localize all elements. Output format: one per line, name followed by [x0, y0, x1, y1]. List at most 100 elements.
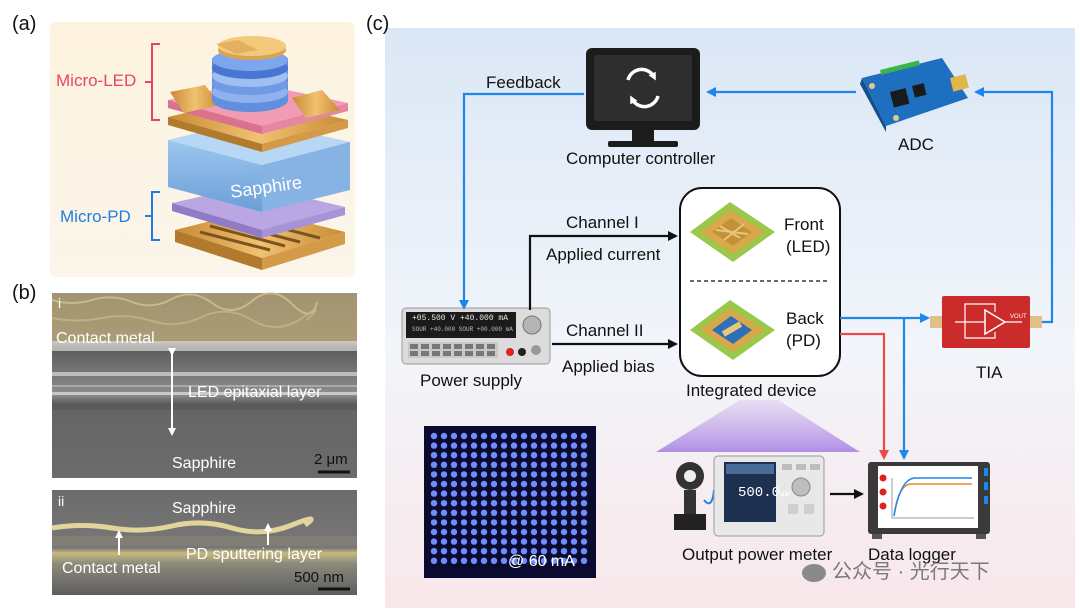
- led-pixel: [520, 442, 528, 449]
- led-pixel: [490, 538, 498, 545]
- led-pixel: [510, 500, 518, 507]
- led-pixel: [460, 519, 468, 526]
- led-pixel: [480, 557, 488, 564]
- led-pixel: [530, 538, 538, 545]
- led-pixel: [500, 528, 508, 536]
- tia-to-adc-arrow: [974, 87, 1054, 324]
- led-pixel: [480, 452, 488, 459]
- led-pixel: [440, 432, 448, 440]
- led-pixel: [500, 442, 508, 449]
- led-pixel: [580, 509, 588, 516]
- led-pixel: [540, 538, 548, 545]
- led-pixel: [560, 480, 568, 488]
- led-pixel: [440, 442, 448, 449]
- led-pixel: [540, 519, 548, 526]
- led-pixel: [550, 442, 558, 449]
- led-pixel: [460, 442, 468, 449]
- front-led-label: (LED): [786, 237, 831, 256]
- adc-board: [860, 58, 969, 132]
- led-pixel: [480, 461, 488, 468]
- led-pixel: [500, 509, 508, 516]
- led-pixel: [490, 452, 498, 459]
- led-pixel: [560, 490, 568, 497]
- pd-sputtering-layer-label: PD sputtering layer: [186, 546, 323, 563]
- led-pixel: [520, 557, 528, 564]
- led-pixel: [430, 442, 438, 449]
- led-pixel: [550, 519, 558, 526]
- led-pixel: [450, 471, 458, 478]
- led-pixel: [560, 461, 568, 468]
- led-pixel: [580, 500, 588, 507]
- led-pixel: [430, 490, 438, 497]
- led-pixel: [530, 490, 538, 497]
- led-pixel: [530, 461, 538, 468]
- led-pixel: [560, 538, 568, 545]
- led-pixel: [530, 509, 538, 516]
- led-pixel: [510, 509, 518, 516]
- led-pixel: [580, 461, 588, 468]
- led-pixel: [490, 557, 498, 564]
- led-pixel: [540, 480, 548, 488]
- led-pixel: [520, 548, 528, 555]
- adc-label: ADC: [898, 135, 934, 154]
- led-pixel: [530, 528, 538, 536]
- led-pixel: [550, 471, 558, 478]
- led-pixel: [430, 557, 438, 564]
- led-pixel: [480, 480, 488, 488]
- led-pixel: [450, 452, 458, 459]
- led-pixel: [510, 452, 518, 459]
- tia-label: TIA: [976, 363, 1003, 382]
- led-pixel: [460, 480, 468, 488]
- led-pixel: [430, 519, 438, 526]
- led-pixel: [530, 500, 538, 507]
- led-pixel: [540, 452, 548, 459]
- led-pixel: [490, 442, 498, 449]
- led-pixel: [540, 461, 548, 468]
- led-pixel: [440, 557, 448, 564]
- led-pixel: [580, 548, 588, 555]
- led-pixel: [520, 528, 528, 536]
- led-pixel: [490, 432, 498, 440]
- led-pixel: [560, 528, 568, 536]
- led-pixel: [440, 471, 448, 478]
- applied-bias-label: Applied bias: [562, 357, 655, 376]
- led-pixel: [460, 432, 468, 440]
- back-pd-label: (PD): [786, 331, 821, 350]
- panel-c-letter: (c): [366, 13, 390, 35]
- led-pixel: [570, 509, 578, 516]
- micro-led-label: Micro-LED: [56, 71, 137, 90]
- led-pixel: [450, 500, 458, 507]
- light-beam: [656, 400, 860, 452]
- led-pixel: [520, 519, 528, 526]
- sem-image-i: [51, 292, 357, 478]
- integrated-device-label: Integrated device: [686, 381, 817, 400]
- led-pixel: [570, 500, 578, 507]
- led-pixel: [510, 480, 518, 488]
- led-pixel: [450, 509, 458, 516]
- back-pd-chip: [690, 300, 775, 360]
- led-pixel: [550, 480, 558, 488]
- led-pixel: [510, 490, 518, 497]
- led-pixel: [460, 509, 468, 516]
- led-pixel: [570, 528, 578, 536]
- led-pixel: [480, 471, 488, 478]
- led-pixel: [560, 548, 568, 555]
- led-pixel: [570, 519, 578, 526]
- led-pixel: [460, 461, 468, 468]
- channel-1-label: Channel I: [566, 213, 639, 232]
- led-pixel: [490, 548, 498, 555]
- led-pixel: [440, 452, 448, 459]
- led-pixel: [440, 490, 448, 497]
- led-pixel: [530, 442, 538, 449]
- led-pixel: [450, 480, 458, 488]
- led-pixel: [520, 471, 528, 478]
- led-pixel: [580, 519, 588, 526]
- led-pixel: [470, 461, 478, 468]
- led-pixel: [460, 471, 468, 478]
- channel-1-arrow: [528, 231, 678, 310]
- led-pixel: [430, 480, 438, 488]
- led-pixel: [530, 480, 538, 488]
- led-pixel: [550, 452, 558, 459]
- led-pixel: [510, 557, 518, 564]
